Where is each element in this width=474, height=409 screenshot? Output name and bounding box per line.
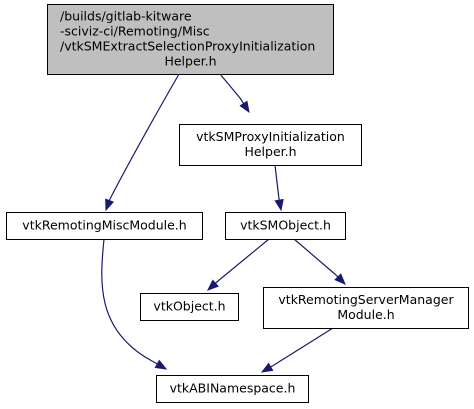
edge-line-segment xyxy=(215,280,219,284)
edge-line xyxy=(109,73,180,200)
edge-smobject-to-vtkobject xyxy=(206,238,270,291)
node-label-line: -sciviz-ci/Remoting/Misc xyxy=(60,24,210,39)
node-label-line: vtkABINamespace.h xyxy=(170,381,296,396)
edge-line-segment xyxy=(239,97,245,104)
node-label-line: vtkObject.h xyxy=(153,299,225,314)
edge-root-to-proxy_init xyxy=(219,73,250,114)
node-label-line: Helper.h xyxy=(164,54,216,69)
edge-smobject-to-servermanager xyxy=(293,238,346,285)
edge-arrowhead xyxy=(274,198,284,212)
edge-servermanager-to-abinamespace xyxy=(260,327,334,373)
node-box xyxy=(140,293,239,321)
nodes-layer: /builds/gitlab-kitware-sciviz-ci/Remotin… xyxy=(6,4,469,403)
edge-line-segment xyxy=(270,364,275,368)
edge-proxy_init-to-smobject xyxy=(274,164,284,212)
edge-line xyxy=(274,164,280,200)
edge-line xyxy=(219,73,241,99)
node-vtkobject[interactable]: vtkObject.h xyxy=(140,293,239,321)
edge-arrowhead xyxy=(334,273,346,285)
node-label-line: Helper.h xyxy=(244,144,296,159)
edge-line xyxy=(293,238,337,276)
node-label-line: vtkRemotingMiscModule.h xyxy=(22,218,186,233)
node-misc_module[interactable]: vtkRemotingMiscModule.h xyxy=(6,212,203,240)
edge-line xyxy=(217,238,270,282)
node-box xyxy=(225,212,346,240)
node-label-line: vtkSMProxyInitialization xyxy=(196,129,345,144)
node-label-line: vtkSMObject.h xyxy=(240,218,331,233)
edge-arrowhead xyxy=(260,362,274,373)
node-label-line: vtkRemotingServerManager xyxy=(278,292,454,307)
edge-line xyxy=(273,327,334,366)
edge-arrowhead xyxy=(206,279,219,291)
edge-line-segment xyxy=(151,360,158,365)
node-box xyxy=(47,4,334,75)
edge-arrowhead xyxy=(154,359,168,370)
node-box xyxy=(179,124,362,166)
edge-root-to-misc_module xyxy=(105,73,180,212)
edge-misc_module-to-abinamespace xyxy=(101,238,168,370)
node-root[interactable]: /builds/gitlab-kitware-sciviz-ci/Remotin… xyxy=(47,4,334,75)
edge-arrowhead xyxy=(105,198,115,212)
node-label-line: Module.h xyxy=(337,307,394,322)
node-box xyxy=(6,212,203,240)
edges-layer xyxy=(101,73,346,373)
edge-line xyxy=(101,238,153,362)
node-label-line: /vtkSMExtractSelectionProxyInitializatio… xyxy=(60,39,315,54)
node-box xyxy=(156,375,309,403)
node-label-line: /builds/gitlab-kitware xyxy=(60,9,192,24)
node-smobject[interactable]: vtkSMObject.h xyxy=(225,212,346,240)
node-box xyxy=(263,287,469,329)
node-abinamespace[interactable]: vtkABINamespace.h xyxy=(156,375,309,403)
edge-arrowhead xyxy=(239,100,250,114)
